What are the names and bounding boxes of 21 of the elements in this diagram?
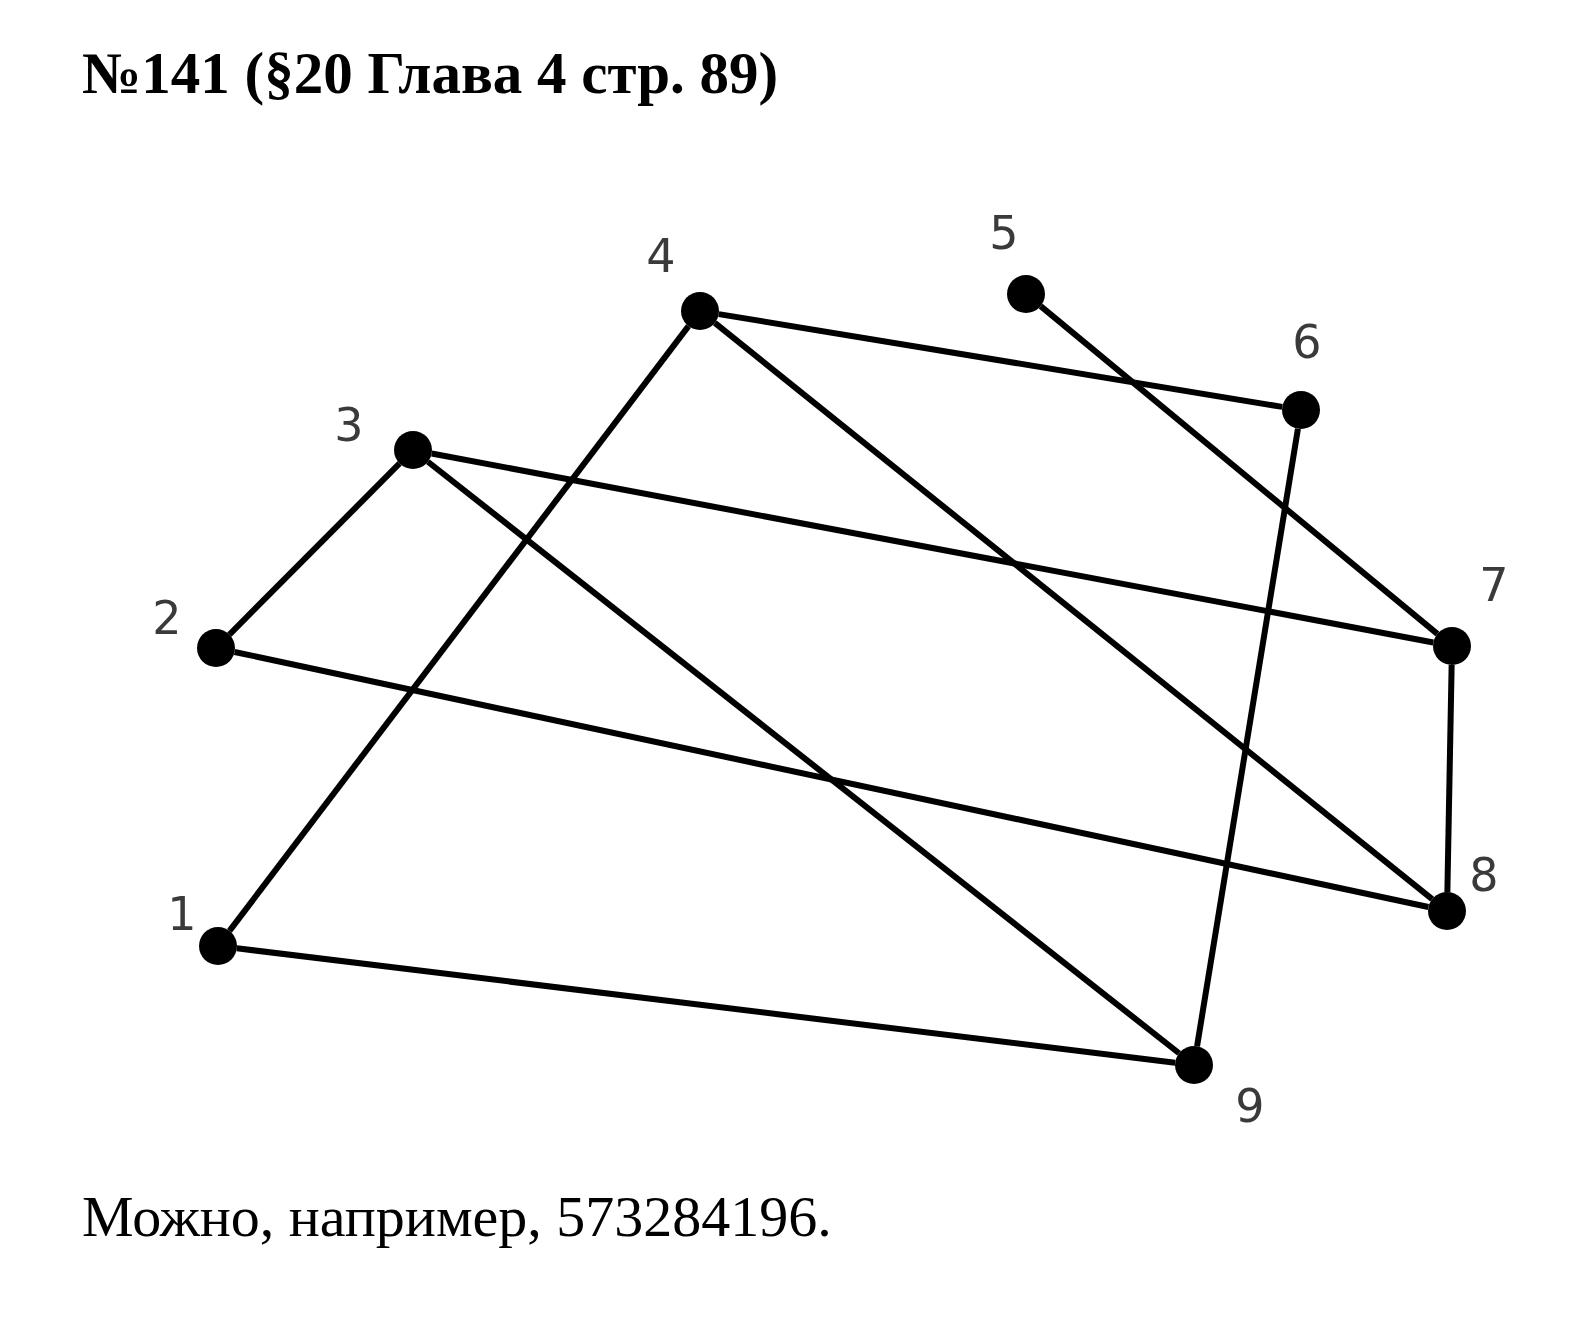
graph-edge xyxy=(718,311,1283,410)
vertex-number: 7 xyxy=(1479,562,1509,608)
graph-edge xyxy=(712,320,1435,902)
caption: Можно, например, 573284196. xyxy=(82,1188,832,1246)
vertex-number: 4 xyxy=(646,233,676,279)
vertex-number: 5 xyxy=(989,210,1019,256)
vertex-number: 8 xyxy=(1469,852,1499,898)
vertex-number: 9 xyxy=(1235,1083,1265,1129)
vertex-number: 2 xyxy=(152,595,182,641)
graph-edge xyxy=(431,450,1434,646)
graph-edge xyxy=(227,324,691,933)
vertex-number: 3 xyxy=(334,402,364,448)
graph-edge xyxy=(1038,303,1440,637)
graph-edge xyxy=(236,945,1176,1066)
vertex-number: 1 xyxy=(167,891,197,937)
graph-edge xyxy=(233,649,1430,910)
graph-edge xyxy=(227,461,402,637)
graph-edge xyxy=(1194,428,1301,1047)
graph-edge xyxy=(426,459,1181,1056)
graph-edge xyxy=(1444,664,1455,893)
vertex-number: 6 xyxy=(1292,319,1322,365)
